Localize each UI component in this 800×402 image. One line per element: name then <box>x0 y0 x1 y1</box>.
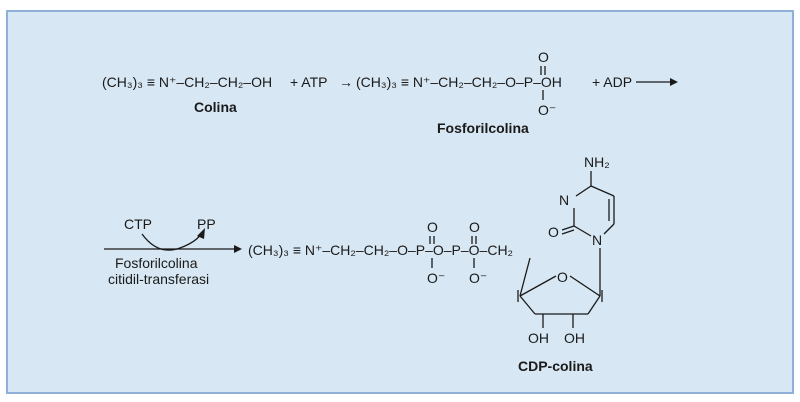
cytosine-n1: N <box>592 232 602 248</box>
phosphate-top-oxygen: O <box>538 49 549 65</box>
cytosine-n3: N <box>559 192 569 208</box>
c2-o-bond-a <box>561 225 575 231</box>
ring-oxygen: O <box>557 269 568 285</box>
phosphocholine-formula: (CH₃)₃ ≡ N⁺–CH₂–CH₂–O–P–OH <box>356 74 562 90</box>
c2-o-bond-b <box>561 229 575 235</box>
n1-c2-bond <box>573 225 592 237</box>
cofactor-curved-arrow <box>141 233 202 251</box>
enzyme-name-line1: Fosforilcolina <box>115 255 198 271</box>
reaction-figure: (CH₃)₃ ≡ N⁺–CH₂–CH₂–OH + ATP → (CH₃)₃ ≡ … <box>6 10 794 394</box>
hydroxyl-left: OH <box>528 330 549 346</box>
ring-bond-c4-c3 <box>519 295 536 315</box>
reaction-arrow-1: → <box>339 74 353 90</box>
continuation-arrow-head <box>670 78 678 86</box>
phosphocholine-label: Fosforilcolina <box>437 120 529 136</box>
phosphate2-top-oxygen: O <box>469 219 480 235</box>
hydroxyl-right: OH <box>564 330 585 346</box>
phosphate1-top-oxygen: O <box>427 219 438 235</box>
ring-bond-c4-o <box>519 275 557 297</box>
plus-atp: + ATP <box>290 74 327 90</box>
reaction-diagram: (CH₃)₃ ≡ N⁺–CH₂–CH₂–OH + ATP → (CH₃)₃ ≡ … <box>102 49 678 374</box>
phosphate-bottom-oxygen: O⁻ <box>538 102 556 118</box>
main-arrow-head <box>234 245 242 253</box>
phosphate2-bottom-oxygen: O⁻ <box>469 270 487 286</box>
ch2-to-ring-bond <box>519 257 531 297</box>
choline-formula: (CH₃)₃ ≡ N⁺–CH₂–CH₂–OH <box>102 74 272 90</box>
cytosine-amino: NH₂ <box>584 154 610 170</box>
n3-c4-bond <box>575 185 592 197</box>
cofactor-arrow-head <box>197 228 205 239</box>
cdp-choline-chain: (CH₃)₃ ≡ N⁺–CH₂–CH₂–O–P–O–P–O–CH₂ <box>248 242 513 258</box>
ring-bond-c1-c2 <box>587 295 601 315</box>
cytosine-oxygen: O <box>548 224 559 240</box>
cofactor-pp: PP <box>197 216 216 232</box>
c6-n1-bond <box>603 223 615 235</box>
c4-c5-bond <box>590 185 615 197</box>
cofactor-ctp: CTP <box>124 216 152 232</box>
choline-label: Colina <box>194 99 237 115</box>
enzyme-name-line2: citidil-transferasi <box>108 271 209 287</box>
plus-adp: + ADP <box>592 74 632 90</box>
phosphate1-bottom-oxygen: O⁻ <box>427 270 445 286</box>
ring-bond-o-c1 <box>569 275 601 297</box>
cdp-choline-label: CDP-colina <box>518 358 593 374</box>
